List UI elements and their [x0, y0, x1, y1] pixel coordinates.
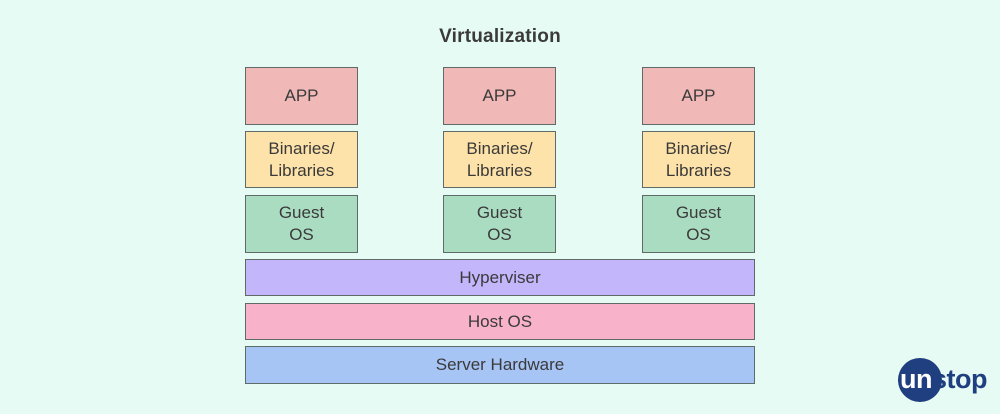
- diagram-title: Virtualization: [439, 26, 561, 47]
- app-box-3: APP: [642, 67, 755, 125]
- logo-prefix: un: [900, 364, 933, 394]
- guest-os-box-3: Guest OS: [642, 195, 755, 253]
- hypervisor-layer: Hyperviser: [245, 259, 755, 296]
- server-hardware-layer: Server Hardware: [245, 346, 755, 384]
- binaries-libraries-box-3: Binaries/ Libraries: [642, 131, 755, 188]
- logo-wordmark: unstop: [900, 360, 988, 398]
- unstop-logo: unstop: [898, 358, 988, 402]
- logo-suffix: stop: [932, 364, 988, 394]
- logo-circle-icon: [898, 358, 942, 402]
- app-box-2: APP: [443, 67, 556, 125]
- host-os-layer: Host OS: [245, 303, 755, 340]
- guest-os-box-1: Guest OS: [245, 195, 358, 253]
- binaries-libraries-box-1: Binaries/ Libraries: [245, 131, 358, 188]
- app-box-1: APP: [245, 67, 358, 125]
- guest-os-box-2: Guest OS: [443, 195, 556, 253]
- binaries-libraries-box-2: Binaries/ Libraries: [443, 131, 556, 188]
